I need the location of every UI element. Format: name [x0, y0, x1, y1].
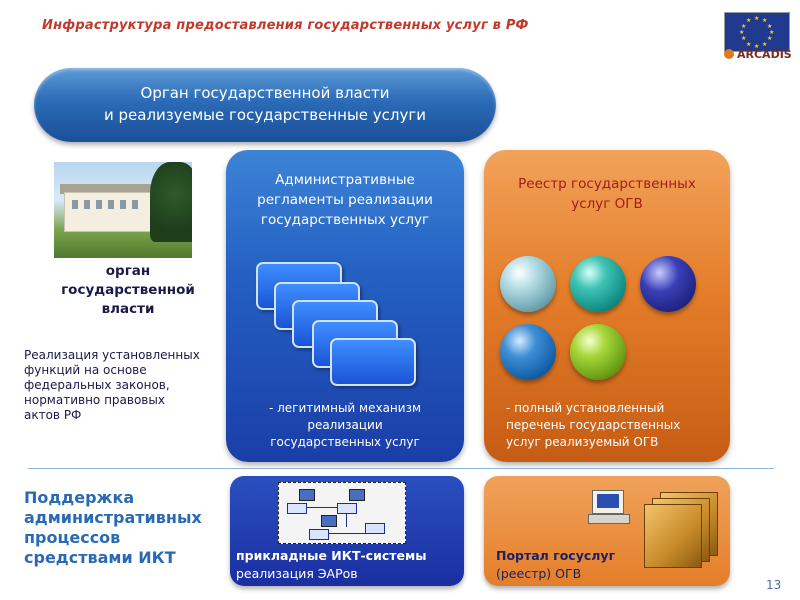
regulations-panel [226, 150, 464, 462]
regulations-note: - легитимный механизм реализации государ… [268, 401, 422, 449]
registry-panel [484, 150, 730, 462]
registry-note: - полный установленный перечень государс… [506, 401, 681, 449]
section-divider [28, 468, 774, 469]
sphere-icon [500, 256, 556, 312]
organ-description: Реализация установленных функций на осно… [24, 348, 200, 422]
banner-line-2: и реализуемые государственные услуги [103, 106, 427, 124]
page-number: 13 [766, 578, 782, 592]
ikt-systems-title: прикладные ИКТ-системы [236, 548, 427, 563]
registry-title: Реестр государственных услуг ОГВ [518, 176, 696, 212]
portal-subtitle: (реестр) ОГВ [496, 566, 582, 581]
page-title: Инфраструктура предоставления государств… [42, 18, 529, 33]
network-diagram-icon [278, 482, 406, 544]
sphere-icon [500, 324, 556, 380]
document-icon [330, 338, 416, 386]
ikt-systems-subtitle: реализация ЭАРов [236, 566, 358, 581]
eu-flag-logo: ★ ★ ★ ★ ★ ★ ★ ★ ★ ★ ★ ★ [724, 12, 790, 52]
sphere-icon [570, 256, 626, 312]
organ-label: орган государственной власти [61, 263, 195, 317]
regulations-title: Административные регламенты реализации г… [257, 172, 433, 228]
banner: Орган государственной власти и реализуем… [34, 68, 496, 142]
folders-icon [636, 492, 718, 570]
arcadis-logo: ARCADIS [724, 48, 792, 61]
computer-icon [588, 490, 630, 528]
sphere-icon [570, 324, 626, 380]
arcadis-icon [724, 49, 734, 59]
banner-line-1: Орган государственной власти [140, 84, 390, 102]
sphere-icon [640, 256, 696, 312]
portal-title: Портал госуслуг [496, 548, 616, 563]
government-building-photo [54, 162, 192, 258]
ikt-support-label: Поддержка административных процессов сре… [24, 488, 202, 567]
